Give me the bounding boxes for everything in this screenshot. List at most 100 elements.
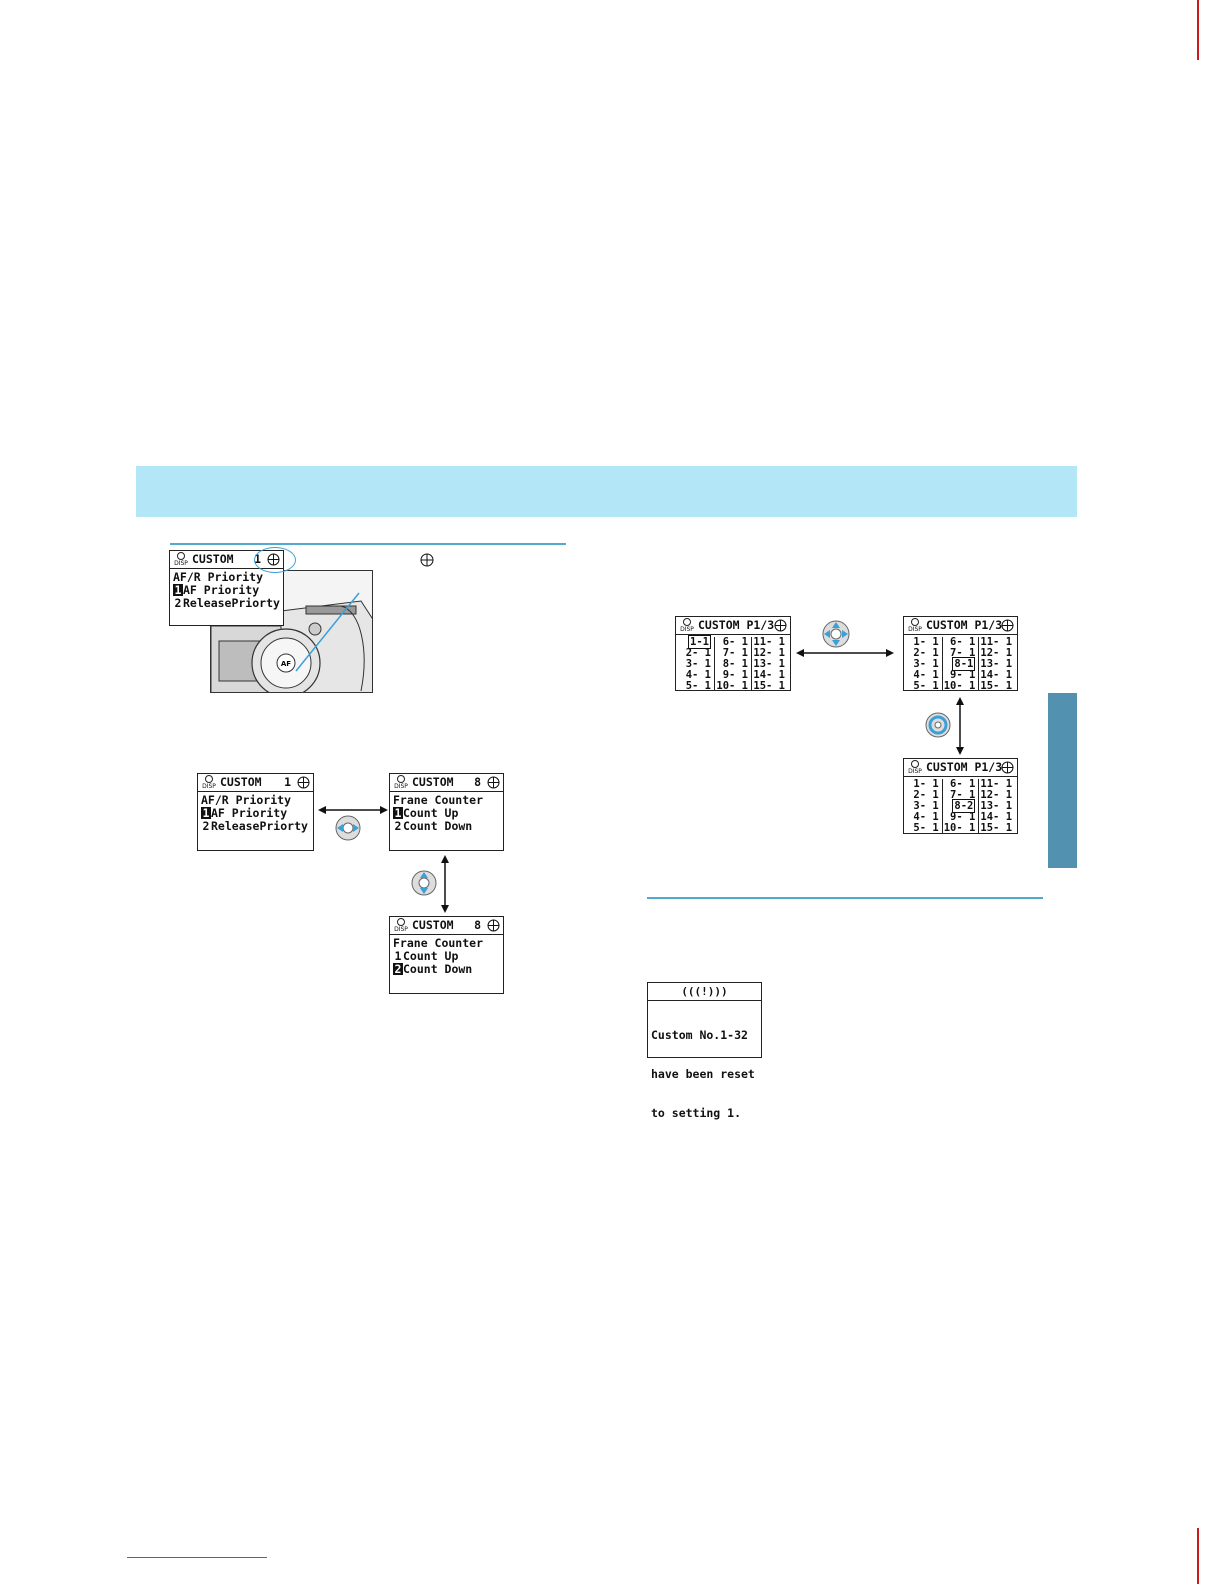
disp-icon: DISP	[393, 917, 409, 933]
grid-cell: 12- 1	[980, 647, 1013, 659]
lcd-reset-message: (((!))) Custom No.1-32 have been reset t…	[647, 982, 762, 1120]
lcd-line: AF/R Priority	[201, 793, 292, 807]
lcd-title: CUSTOM	[412, 775, 454, 789]
grid-cell: 6- 1	[950, 636, 976, 648]
lcd-grid-screen-p1-c: DISP CUSTOM P1/3 1- 1 2- 1 3- 1 4- 1 5- …	[903, 758, 1018, 834]
lcd-title: CUSTOM P1/3	[698, 618, 775, 632]
vertical-arrow	[956, 697, 964, 755]
grid-cell: 10- 1	[716, 680, 748, 691]
grid-cell: 4- 1	[913, 669, 939, 681]
lcd-line: Frane Counter	[393, 793, 484, 807]
camera-drawing: AF	[211, 592, 372, 692]
lcd-line: Frane Counter	[393, 936, 484, 950]
grid-cell: 7- 1	[722, 647, 748, 659]
horizontal-arrow	[318, 806, 388, 814]
grid-cell: 4- 1	[913, 811, 939, 823]
grid-cell: 11- 1	[980, 636, 1013, 648]
grid-cell: 12- 1	[753, 647, 785, 659]
grid-cell: 5- 1	[685, 680, 711, 691]
lcd-title: CUSTOM P1/3	[926, 618, 1003, 632]
grid-cell: 14- 1	[753, 669, 785, 681]
grid-column: 6- 1 7- 1 8- 1 9- 1 10- 1	[714, 637, 751, 691]
arrow-pad-icon	[774, 619, 787, 632]
grid-cell-selected: 1-1	[688, 635, 711, 649]
grid-cell: 7- 1	[950, 647, 976, 659]
highlight-oval	[254, 547, 296, 573]
grid-cell: 15- 1	[753, 680, 785, 691]
disp-icon: DISP	[201, 774, 217, 790]
lcd-number: 8	[474, 918, 481, 932]
grid-cell: 14- 1	[980, 669, 1013, 681]
arrow-pad-all-directions-icon	[822, 620, 850, 648]
disp-icon: DISP	[907, 759, 923, 775]
grid-cell: 2- 1	[913, 647, 939, 659]
grid-cell: 13- 1	[753, 658, 785, 670]
svg-text:AF: AF	[281, 660, 291, 668]
grid-cell: 15- 1	[980, 822, 1013, 834]
grid-cell: 1- 1	[913, 778, 939, 790]
arrow-pad-icon	[297, 776, 310, 789]
grid-cell: 4- 1	[685, 669, 711, 681]
lcd-title: CUSTOM	[192, 552, 234, 566]
grid-cell-selected: 8-2	[952, 799, 976, 813]
arrow-pad-icon	[420, 553, 434, 567]
grid-column: 6- 1 7- 1 8-2 9- 1 10- 1	[941, 778, 979, 834]
grid-cell: 5- 1	[913, 822, 939, 834]
lcd-title: CUSTOM P1/3	[926, 760, 1003, 774]
grid-column: 1- 1 2- 1 3- 1 4- 1 5- 1	[906, 779, 942, 834]
camera-illustration: AF	[210, 570, 373, 693]
grid-cell: 6- 1	[950, 778, 976, 790]
crop-mark-bottom	[127, 1557, 267, 1558]
disp-icon: DISP	[679, 617, 695, 633]
grid-cell: 11- 1	[753, 636, 785, 648]
grid-cell: 9- 1	[950, 669, 976, 681]
disp-icon: DISP	[907, 617, 923, 633]
disp-icon: DISP	[173, 551, 189, 567]
disp-icon: DISP	[393, 774, 409, 790]
arrow-pad-icon	[1001, 619, 1014, 632]
lcd-title: CUSTOM	[412, 918, 454, 932]
grid-column: 11- 1 12- 1 13- 1 14- 1 15- 1	[978, 636, 1015, 691]
grid-cell: 3- 1	[913, 658, 939, 670]
grid-cell: 7- 1	[950, 789, 976, 801]
grid-cell: 9- 1	[722, 669, 748, 681]
grid-cell: 13- 1	[980, 658, 1013, 670]
grid-cell: 15- 1	[980, 680, 1013, 691]
grid-cell-selected: 8-1	[952, 657, 976, 671]
grid-cell: 1- 1	[913, 636, 939, 648]
right-section-rule	[647, 897, 1043, 899]
grid-cell: 8- 1	[722, 658, 748, 670]
crop-mark-top	[1197, 0, 1199, 60]
grid-cell: 2- 1	[913, 789, 939, 801]
section-banner	[136, 466, 1077, 517]
grid-cell: 9- 1	[950, 811, 976, 823]
reset-line-3: to setting 1.	[651, 1106, 742, 1120]
grid-cell: 5- 1	[913, 680, 939, 691]
lcd-line: AF/R Priority	[173, 570, 264, 584]
arrow-pad-left-right-icon	[335, 815, 361, 841]
grid-cell: 10- 1	[943, 822, 976, 834]
lcd-grid-screen-p1-b: DISP CUSTOM P1/3 1- 1 2- 1 3- 1 4- 1 5- …	[903, 616, 1018, 691]
arrow-pad-icon	[487, 919, 500, 932]
lcd-grid-screen-p1-a: DISP CUSTOM P1/3 1-1 2- 1 3- 1 4- 1 5- 1…	[675, 616, 791, 691]
grid-cell: 12- 1	[980, 789, 1013, 801]
grid-cell: 2- 1	[685, 647, 711, 659]
lcd-title: CUSTOM	[220, 775, 262, 789]
reset-line-2: have been reset	[651, 1067, 755, 1081]
horizontal-arrow	[796, 649, 894, 657]
grid-column: 6- 1 7- 1 8-1 9- 1 10- 1	[941, 636, 979, 690]
grid-cell: 3- 1	[913, 800, 939, 812]
vertical-arrow	[441, 855, 449, 913]
arrow-pad-icon	[487, 776, 500, 789]
left-section-rule	[170, 543, 566, 545]
